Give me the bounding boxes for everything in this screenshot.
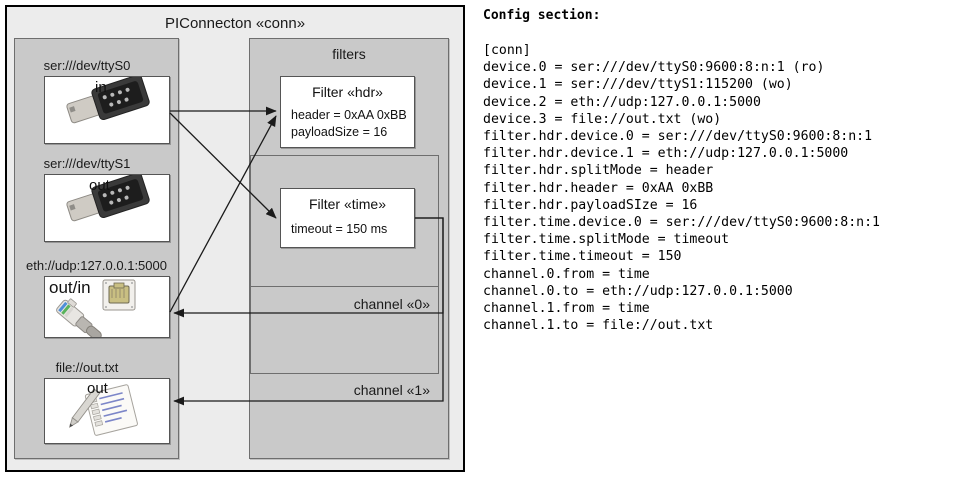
- device-direction-ttyS0: in: [95, 79, 107, 96]
- device-direction-file: out: [87, 380, 108, 397]
- filter-box-hdr[interactable]: Filter «hdr» header = 0xAA 0xBB payloadS…: [280, 76, 415, 148]
- text-file-pencil-icon: [68, 384, 138, 436]
- device-direction-eth: out/in: [49, 278, 91, 297]
- channel-0-label: channel «0»: [353, 296, 430, 312]
- channel-1-label: channel «1»: [353, 382, 430, 398]
- filter-prop-hdr-payload: payloadSize = 16: [291, 125, 388, 139]
- device-direction-ttyS1: out: [89, 177, 110, 194]
- filter-box-time[interactable]: Filter «time» timeout = 150 ms: [280, 188, 415, 248]
- config-text: [conn] device.0 = ser:///dev/ttyS0:9600:…: [483, 43, 880, 334]
- device-box-file[interactable]: out: [44, 378, 170, 444]
- filter-title-hdr: Filter «hdr»: [312, 84, 383, 100]
- device-label-file: file://out.txt: [55, 360, 119, 375]
- config-heading: Config section:: [483, 8, 601, 23]
- device-box-ttyS1[interactable]: out: [44, 174, 170, 242]
- device-box-eth[interactable]: out/in: [44, 276, 170, 338]
- device-label-ttyS0: ser:///dev/ttyS0: [43, 58, 131, 73]
- ethernet-jack-icon: [56, 279, 136, 337]
- device-label-ttyS1: ser:///dev/ttyS1: [43, 156, 131, 171]
- filter-title-time: Filter «time»: [308, 196, 387, 212]
- filters-panel-title: filters: [332, 46, 366, 62]
- filter-prop-time-timeout: timeout = 150 ms: [291, 222, 388, 236]
- config-section: Config section: [conn] device.0 = ser://…: [483, 8, 958, 334]
- device-box-ttyS0[interactable]: in: [44, 76, 170, 144]
- page-title: PIConnecton «conn»: [164, 15, 306, 32]
- filter-prop-hdr-header: header = 0xAA 0xBB: [291, 108, 407, 122]
- device-label-eth: eth://udp:127.0.0.1:5000: [26, 258, 167, 273]
- serial-connector-icon: [66, 175, 150, 222]
- serial-connector-icon: [66, 77, 150, 124]
